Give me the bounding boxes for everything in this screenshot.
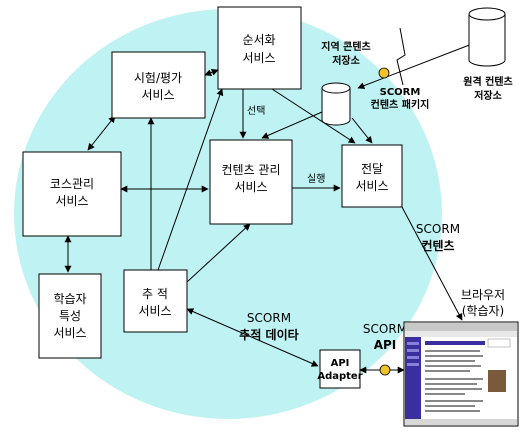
service-box-assessment: 시험/평가 서비스: [111, 51, 206, 119]
scorm-package-label-1: SCORM: [380, 87, 421, 98]
assessment-label-2: 서비스: [141, 88, 174, 102]
edge-delivery-browser: [401, 206, 463, 321]
browser-label-1: 브라우저: [461, 288, 505, 302]
api-adapter-label-1: API: [331, 358, 350, 369]
edge-tracking-content: [186, 223, 251, 283]
edge-remote-local: [357, 43, 473, 89]
content-label-2: 서비스: [234, 180, 267, 194]
edge-tracking-adapter: [186, 308, 319, 367]
remote-repo-label-1: 원격 컨텐츠: [463, 75, 512, 88]
network-line: [396, 27, 406, 86]
learner-label-2: 특성: [59, 309, 81, 323]
course-label-1: 코스관리: [50, 177, 94, 191]
scorm-tracking-label-2: 추적 데이타: [239, 327, 298, 342]
delivery-label-1: 전달: [361, 162, 383, 176]
execute-label: 실행: [307, 173, 325, 185]
sequencing-label-1: 순서화: [242, 33, 275, 47]
service-box-learner-profile: 학습자 특성 서비스: [38, 273, 102, 359]
learner-label-3: 서비스: [53, 326, 86, 340]
assessment-label-1: 시험/평가: [134, 71, 182, 85]
edge-assessment-course: [87, 115, 116, 151]
service-box-delivery: 전달 서비스: [341, 144, 403, 208]
browser-label-2: (학습자): [462, 304, 504, 318]
api-adapter-label-2: Adapter: [317, 371, 362, 382]
service-box-sequencing: 순서화 서비스: [217, 6, 302, 90]
edge-tracking-sequencing: [157, 88, 224, 271]
tracking-label-2: 서비스: [138, 304, 171, 318]
api-connector-dot: [379, 364, 391, 376]
scorm-package-label-2: 컨텐츠 패키지: [371, 98, 430, 111]
local-repo-label-2: 저장소: [332, 54, 360, 67]
course-label-2: 서비스: [55, 194, 88, 208]
connectors: [64, 27, 473, 374]
scorm-api-label-1: SCORM: [363, 322, 407, 336]
service-box-course-mgmt: 코스관리 서비스: [22, 151, 122, 237]
edge-repo-delivery: [351, 117, 373, 144]
local-repository-cylinder: [321, 82, 351, 126]
remote-connector-dot: [378, 67, 390, 79]
sequencing-label-2: 서비스: [242, 51, 275, 65]
service-box-tracking: 추 적 서비스: [123, 269, 188, 333]
edge-repo-content: [261, 111, 323, 139]
scorm-tracking-label-1: SCORM: [247, 311, 291, 325]
edge-sequencing-assessment: [204, 68, 219, 77]
delivery-label-2: 서비스: [355, 179, 388, 193]
service-box-content-mgmt: 컨텐츠 관리 서비스: [209, 139, 293, 225]
api-adapter-box: API Adapter: [317, 349, 363, 389]
learner-label-1: 학습자: [53, 292, 86, 306]
remote-repo-label-2: 저장소: [474, 89, 502, 102]
scorm-api-label-2: API: [374, 338, 397, 352]
remote-repository-cylinder: [468, 7, 506, 67]
scorm-content-label-1: SCORM: [416, 222, 460, 236]
select-label: 선택: [247, 105, 265, 117]
scorm-content-label-2: 컨텐츠: [421, 238, 454, 253]
browser-window-thumbnail: [403, 321, 519, 427]
local-repo-label-1: 지역 콘텐츠: [321, 40, 370, 53]
content-label-1: 컨텐츠 관리: [221, 163, 280, 177]
tracking-label-1: 추 적: [142, 287, 168, 301]
